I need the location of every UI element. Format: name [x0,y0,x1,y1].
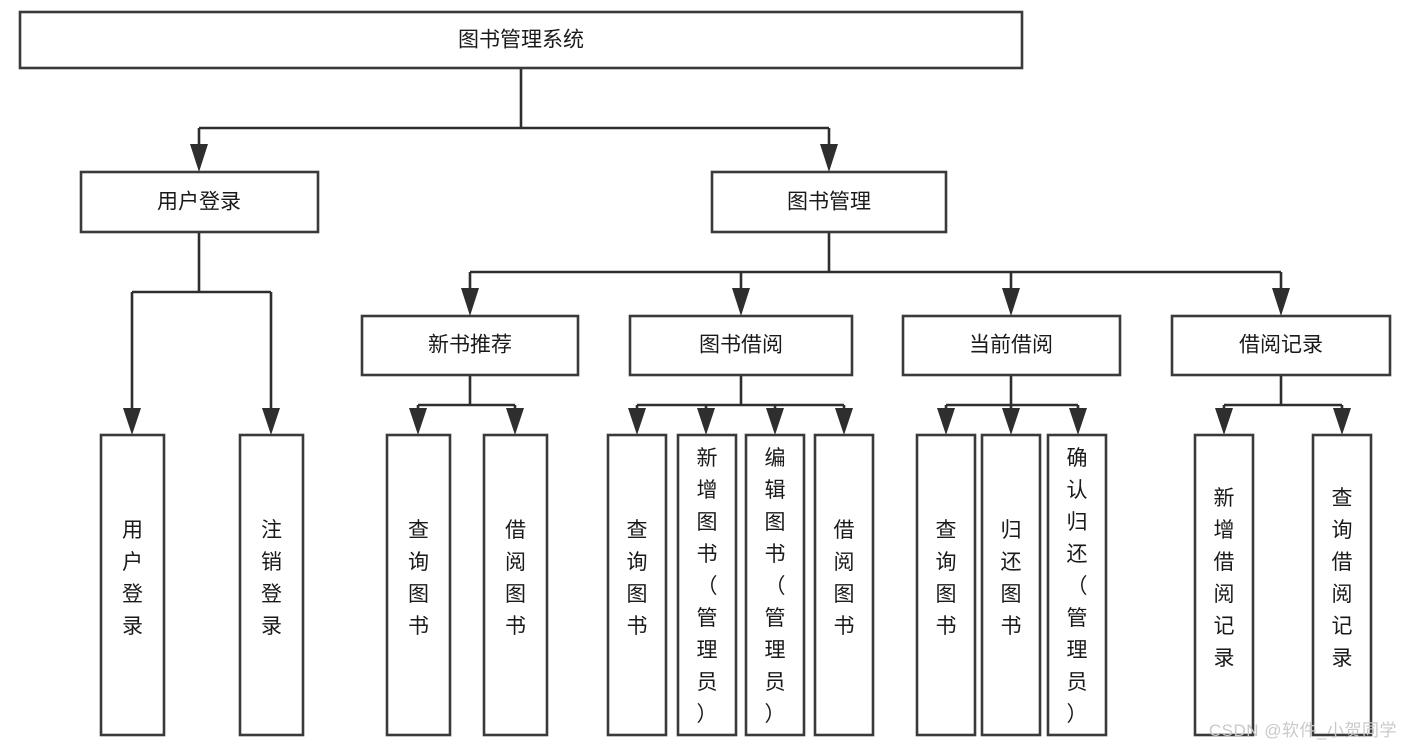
node-current-borrow[interactable]: 当前借阅 [901,314,1122,377]
leaf-box[interactable] [915,433,977,737]
leaf-label: 借阅图书 [834,519,855,638]
leaf-book-borrow-1[interactable] [676,433,738,737]
node-new-book-rec-box[interactable] [360,314,580,377]
node-new-book-rec-label: 新书推荐 [428,334,512,357]
leaf-book-borrow-0[interactable] [606,433,668,737]
leaf-box[interactable] [676,433,738,737]
leaf-label: 新增借阅记录 [1214,487,1235,670]
node-current-borrow-box[interactable] [901,314,1122,377]
arrow-head-leaf-current-borrow-2 [1002,408,1020,435]
node-book-borrow[interactable]: 图书借阅 [628,314,854,377]
node-new-book-rec[interactable]: 新书推荐 [360,314,580,377]
leaf-new-book-rec-1[interactable] [482,433,549,737]
leaf-user-login-0[interactable] [99,433,166,737]
node-book-borrow-box[interactable] [628,314,854,377]
leaf-label: 查询图书 [936,519,957,638]
leaf-label: 用户登录 [122,519,143,638]
leaf-label: 查询图书 [408,519,429,638]
arrow-head-leaf-user-login-2 [262,408,280,435]
leaf-current-borrow-2[interactable] [1046,433,1108,737]
node-user-login-box[interactable] [79,170,320,234]
arrow-head-leaf-user-login-1 [123,408,141,435]
arrow-head-leaf-new-book-rec-2 [506,408,524,435]
leaf-borrow-record-0[interactable] [1193,433,1255,737]
node-book-manage[interactable]: 图书管理 [710,170,948,234]
leaf-user-login-1[interactable] [238,433,305,737]
node-root-box[interactable] [18,10,1024,70]
leaf-borrow-record-1[interactable] [1311,433,1373,737]
leaf-box[interactable] [1046,433,1108,737]
arrow-head-book-manage [820,144,838,172]
leaf-box[interactable] [482,433,549,737]
arrow-head-leaf-book-borrow-3 [766,408,784,435]
node-root[interactable]: 图书管理系统 [18,10,1024,70]
connector-group-borrow-record [1215,375,1351,435]
leaf-label: 查询借阅记录 [1332,487,1353,670]
arrow-head-leaf-current-borrow-1 [937,408,955,435]
connector-group-new-book-rec [409,375,524,435]
leaf-book-borrow-3[interactable] [813,433,875,737]
leaf-box[interactable] [1311,433,1373,737]
leaf-box[interactable] [385,433,452,737]
node-borrow-record[interactable]: 借阅记录 [1170,314,1392,377]
node-book-manage-label: 图书管理 [787,191,871,214]
connector-group-user-login [123,232,280,435]
leaf-label: 注销登录 [261,519,282,638]
leaf-label-group: 用户登录 注销登录 查询图书 借阅图书 查询图书 新增图书（管理员） 编辑图书（管理员） 借阅… [122,447,1353,726]
node-borrow-record-box[interactable] [1170,314,1392,377]
connector-group-book-manage [461,232,1290,316]
leaf-label: 确认归还（管理员） [1067,447,1088,726]
leaf-current-borrow-0[interactable] [915,433,977,737]
arrow-head-leaf-book-borrow-1 [628,408,646,435]
leaf-label: 查询图书 [627,519,648,638]
connector-group-root [190,68,838,172]
arrow-head-current-borrow [1002,288,1020,316]
node-book-borrow-label: 图书借阅 [699,334,783,357]
arrow-head-leaf-new-book-rec-1 [409,408,427,435]
node-current-borrow-label: 当前借阅 [969,334,1053,357]
leaf-label: 归还图书 [1001,519,1022,638]
node-user-login[interactable]: 用户登录 [79,170,320,234]
connector-group-book-borrow [628,375,853,435]
node-borrow-record-label: 借阅记录 [1239,334,1323,357]
leaf-label: 借阅图书 [505,519,526,638]
leaf-box[interactable] [238,433,305,737]
arrow-head-book-borrow [732,288,750,316]
leaf-box[interactable] [606,433,668,737]
arrow-head-leaf-borrow-record-2 [1333,408,1351,435]
leaf-book-borrow-2[interactable] [744,433,806,737]
leaf-current-borrow-1[interactable] [980,433,1042,737]
connector-group-current-borrow [937,375,1087,435]
node-root-label: 图书管理系统 [458,29,584,52]
arrow-head-leaf-book-borrow-4 [835,408,853,435]
arrow-head-leaf-current-borrow-3 [1069,408,1087,435]
leaf-box[interactable] [99,433,166,737]
leaf-box[interactable] [744,433,806,737]
leaf-box[interactable] [1193,433,1255,737]
leaf-box[interactable] [980,433,1042,737]
arrow-head-leaf-borrow-record-1 [1215,408,1233,435]
arrow-head-leaf-book-borrow-2 [697,408,715,435]
leaf-label: 新增图书（管理员） [697,447,718,726]
arrow-head-borrow-record [1272,288,1290,316]
node-user-login-label: 用户登录 [157,191,241,214]
arrow-head-new-book-rec [461,288,479,316]
node-book-manage-box[interactable] [710,170,948,234]
leaf-label: 编辑图书（管理员） [765,447,786,726]
leaf-new-book-rec-0[interactable] [385,433,452,737]
leaf-box[interactable] [813,433,875,737]
arrow-head-user-login [190,144,208,172]
